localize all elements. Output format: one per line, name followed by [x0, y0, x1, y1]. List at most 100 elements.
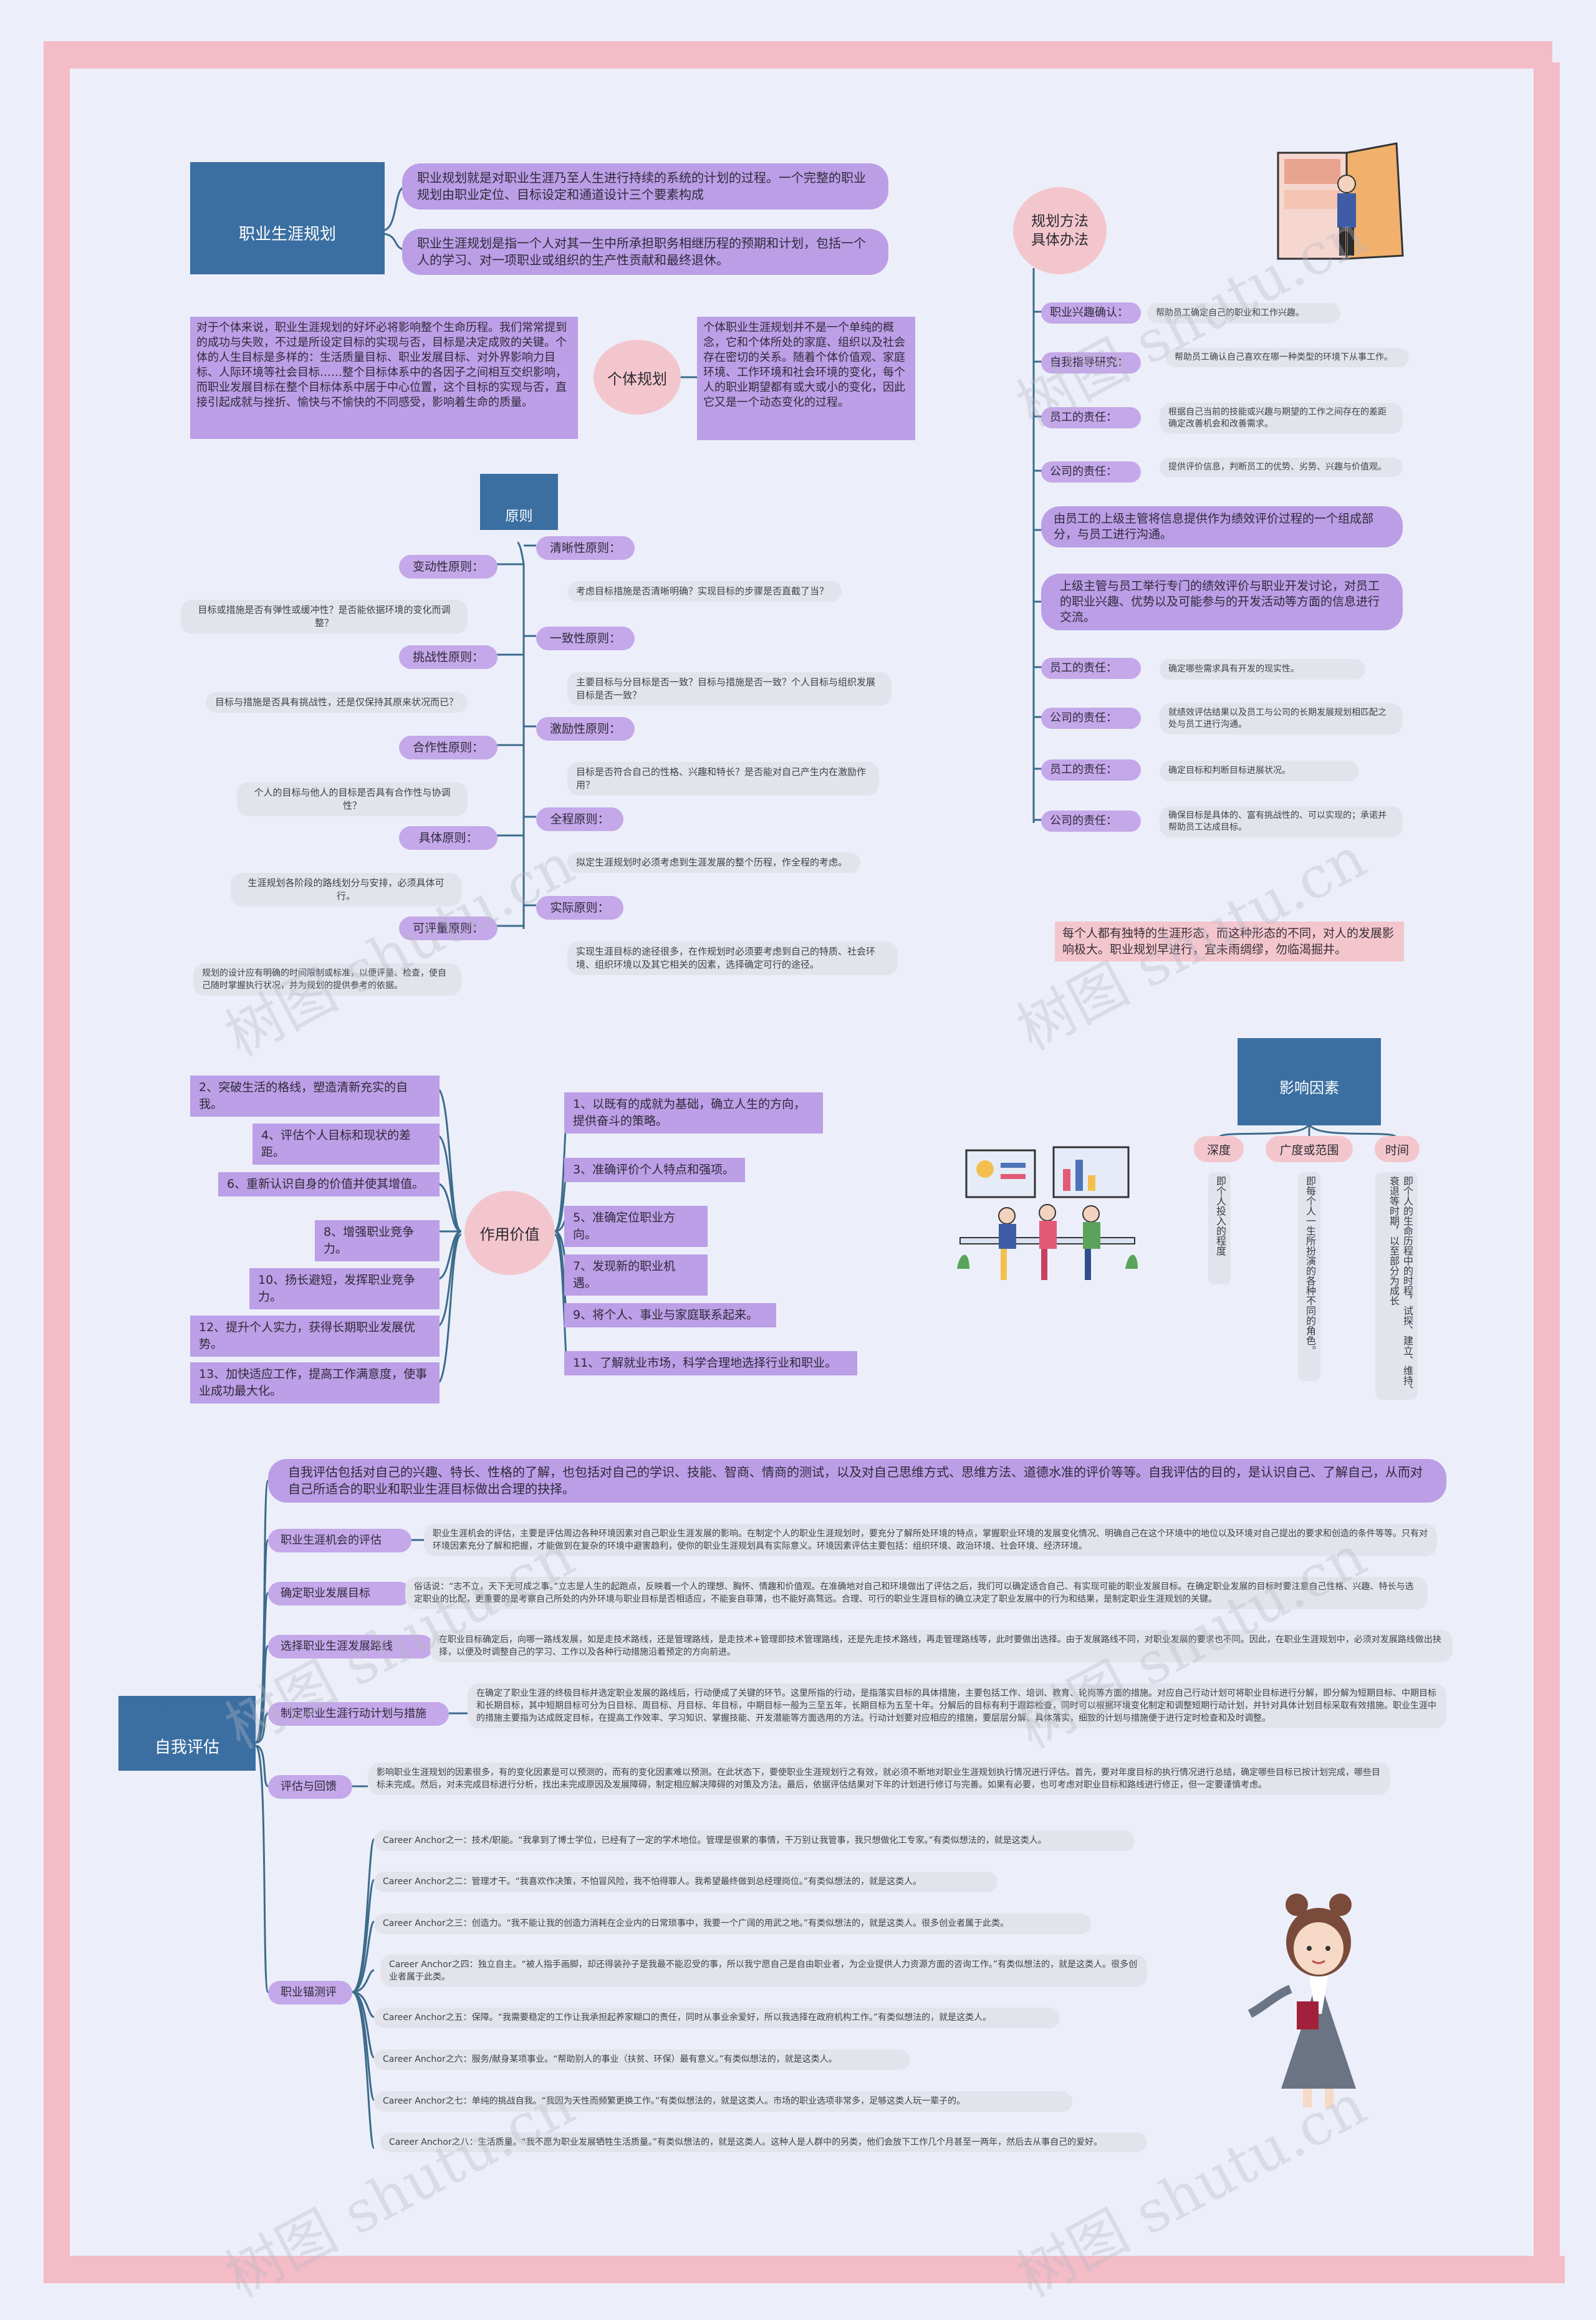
method-item-note: 确保目标是具体的、富有挑战性的、可以实现的；承诺并帮助员工达成目标。 — [1160, 806, 1403, 837]
career-planning-node: 职业生涯规划 — [190, 162, 385, 274]
self-branch-label: 制定职业生涯行动计划与措施 — [268, 1702, 449, 1726]
self-branch-label: 职业生涯机会的评估 — [268, 1529, 411, 1552]
principle-right-label: 一致性原则： — [536, 627, 635, 650]
value-left-item: 8、增强职业竞争力。 — [315, 1220, 440, 1261]
value-left-item: 6、重新认识自身的价值并使其增值。 — [218, 1172, 440, 1196]
method-item-label: 自我指导研究： — [1041, 352, 1141, 373]
method-item-label: 员工的责任： — [1041, 658, 1141, 679]
self-branch-note: 职业生涯机会的评估，主要是评估周边各种环境因素对自己职业生涯发展的影响。在制定个… — [424, 1524, 1437, 1556]
principle-left-note: 目标与措施是否具有挑战性，还是仅保持其原来状况而已？ — [206, 692, 468, 713]
value-right-item: 5、准确定位职业方向。 — [564, 1206, 708, 1247]
value-right-item: 9、将个人、事业与家庭联系起来。 — [564, 1303, 776, 1327]
career-desc-1: 职业规划就是对职业生涯乃至人生进行持续的系统的计划的过程。一个完整的职业规划由职… — [402, 163, 888, 209]
principle-left-note: 生涯规划各阶段的路线划分与安排，必须具体可行。 — [231, 873, 461, 907]
factors-title: 影响因素 — [1279, 1079, 1339, 1097]
frame-bottom — [69, 2256, 1565, 2283]
principle-right-label: 激励性原则： — [536, 717, 635, 741]
personal-left-desc: 对于个体来说，职业生涯规划的好坏必将影响整个生命历程。我们常常提到的成功与失败，… — [190, 317, 578, 439]
method-item-note: 根据自己当前的技能或兴趣与期望的工作之间存在的差距确定改善机会和改善需求。 — [1160, 403, 1403, 434]
principle-left-note: 目标或措施是否有弹性或缓冲性？是否能依据环境的变化而调整？ — [181, 600, 468, 633]
method-item-note: 就绩效评估结果以及员工与公司的长期发展规划相匹配之处与员工进行沟通。 — [1160, 703, 1403, 734]
self-branch-note: 俗话说：“志不立，天下无可成之事。”立志是人生的起跑点，反映着一个人的理想、胸怀… — [405, 1577, 1428, 1609]
self-branch-note: 影响职业生涯规划的因素很多，有的变化因素是可以预测的，而有的变化因素难以预测。在… — [368, 1763, 1390, 1795]
factor-note: 即个人投入的程度 — [1208, 1172, 1231, 1284]
career-anchor-item: Career Anchor之六：服务/献身某项事业。“帮助别人的事业（扶贫、环保… — [374, 2049, 910, 2070]
cloud-shape-icon — [1238, 1040, 1381, 1125]
value-node: 作用价值 — [464, 1191, 555, 1275]
self-branch-note: 在确定了职业生涯的终极目标并选定职业发展的路线后，行动便成了关键的环节。这里所指… — [468, 1683, 1446, 1728]
factor-label: 深度 — [1194, 1136, 1244, 1162]
principle-right-label: 实际原则： — [536, 896, 623, 920]
personal-planning-title: 个体规划 — [607, 370, 667, 388]
principle-left-label: 具体原则： — [399, 826, 498, 850]
value-right-item: 11、了解就业市场，科学合理地选择行业和职业。 — [564, 1351, 857, 1375]
self-eval-node: 自我评估 — [118, 1696, 256, 1771]
principle-left-label: 合作性原则： — [399, 736, 498, 759]
method-item-long: 上级主管与员工举行专门的绩效评价与职业开发讨论，对员工的职业兴趣、优势以及可能参… — [1041, 574, 1403, 630]
method-item-note: 确定哪些需求具有开发的现实性。 — [1160, 659, 1365, 680]
value-right-item: 3、准确评价个人特点和强项。 — [564, 1158, 745, 1182]
factor-label: 广度或范围 — [1266, 1136, 1353, 1162]
self-eval-intro: 自我评估包括对自己的兴趣、特长、性格的了解，也包括对自己的学识、技能、智商、情商… — [268, 1459, 1446, 1503]
principle-right-label: 全程原则： — [536, 807, 623, 831]
method-item-label: 公司的责任： — [1041, 708, 1141, 729]
methods-title: 规划方法具体办法 — [1031, 213, 1089, 248]
principle-left-label: 可评量原则： — [399, 917, 498, 940]
self-branch-label: 评估与回馈 — [268, 1775, 352, 1799]
career-desc-2: 职业生涯规划是指一个人对其一生中所承担职务相继历程的预期和计划，包括一个人的学习… — [402, 229, 888, 275]
frame-top — [44, 41, 1552, 69]
career-anchor-item: Career Anchor之五：保障。“我需要稳定的工作让我承担起养家糊口的责任… — [374, 2008, 1060, 2028]
career-planning-title: 职业生涯规划 — [238, 225, 336, 244]
personal-right-desc: 个体职业生涯规划并不是一个单纯的概念，它和个体所处的家庭、组织以及社会存在密切的… — [697, 317, 915, 440]
principle-left-label: 挑战性原则： — [399, 645, 498, 669]
cloud-shape-icon — [190, 163, 385, 274]
self-test-label: 职业锚测评 — [268, 1981, 352, 2005]
principle-right-note: 目标是否符合自己的性格、兴趣和特长？是否能对自己产生内在激励作用？ — [567, 762, 879, 796]
principle-right-note: 实现生涯目标的途径很多，在作规划时必须要考虑到自己的特质、社会环境、组织环境以及… — [567, 941, 898, 975]
personal-planning-node: 个体规划 — [594, 340, 681, 415]
illustration-team-meeting — [948, 1144, 1147, 1288]
methods-node: 规划方法具体办法 — [1013, 187, 1107, 274]
value-title: 作用价值 — [479, 1226, 540, 1243]
principles-node: 原则 — [480, 474, 558, 530]
principle-right-note: 拟定生涯规划时必须考虑到生涯发展的整个历程，作全程的考虑。 — [567, 852, 860, 873]
illustration-book-person — [1272, 140, 1409, 265]
method-item-note: 提供评价信息，判断员工的优势、劣势、兴趣与价值观。 — [1160, 458, 1403, 477]
frame-right — [1534, 62, 1560, 2283]
method-item-note: 帮助员工确认自己喜欢在哪一种类型的环境下从事工作。 — [1166, 348, 1409, 367]
principles-title: 原则 — [505, 509, 533, 524]
method-item-label: 公司的责任： — [1041, 461, 1141, 483]
method-item-label: 员工的责任： — [1041, 407, 1141, 428]
self-branch-label: 选择职业生涯发展路线 — [268, 1635, 433, 1658]
career-anchor-item: Career Anchor之一：技术/职能。“我拿到了博士学位，已经有了一定的学… — [374, 1831, 1135, 1851]
principle-right-label: 清晰性原则： — [536, 536, 635, 560]
self-eval-title: 自我评估 — [154, 1738, 219, 1757]
methods-footer-note: 每个人都有独特的生涯形态，而这种形态的不同，对人的发展影响极大。职业规划早进行，… — [1055, 922, 1404, 961]
principle-left-label: 变动性原则： — [399, 555, 498, 579]
illustration-girl — [1238, 1889, 1400, 2114]
frame-left — [44, 41, 70, 2283]
career-anchor-item: Career Anchor之四：独立自主。“被人指手画脚，却还得装孙子是我最不能… — [380, 1955, 1147, 1987]
career-anchor-item: Career Anchor之二：管理才干。“我喜欢作决策，不怕冒风险，我不怕得罪… — [374, 1872, 998, 1892]
value-left-item: 13、加快适应工作，提高工作满意度，使事业成功最大化。 — [190, 1362, 440, 1403]
factor-note: 即个人的生命历程中的时程，试探、建立、维持、衰退等时期，以至部分为成长 — [1375, 1172, 1418, 1400]
method-item-label: 员工的责任： — [1041, 759, 1141, 781]
principle-right-note: 考虑目标措施是否清晰明确？实现目标的步骤是否直截了当？ — [567, 581, 842, 602]
self-branch-label: 确定职业发展目标 — [268, 1582, 411, 1605]
factors-node: 影响因素 — [1238, 1038, 1381, 1125]
principle-left-note: 个人的目标与他人的目标是否具有合作性与协调性？ — [237, 782, 468, 816]
value-left-item: 2、突破生活的格线，塑造清新充实的自我。 — [190, 1076, 440, 1117]
method-item-long: 由员工的上级主管将信息提供作为绩效评价过程的一个组成部分，与员工进行沟通。 — [1041, 506, 1403, 547]
value-right-item: 1、以既有的成就为基础，确立人生的方向，提供奋斗的策略。 — [564, 1092, 823, 1134]
method-item-label: 职业兴趣确认： — [1041, 302, 1141, 324]
factor-note: 即每个人一生所扮演的各种不同的角色。 — [1298, 1172, 1320, 1381]
factor-label: 时间 — [1375, 1136, 1420, 1162]
career-anchor-item: Career Anchor之八：生活质量。“我不愿为职业发展牺牲生活质量。”有类… — [380, 2132, 1147, 2152]
value-left-item: 4、评估个人目标和现状的差距。 — [252, 1124, 440, 1165]
cloud-shape-icon — [118, 1698, 256, 1771]
method-item-label: 公司的责任： — [1041, 811, 1141, 832]
value-left-item: 10、扬长避短，发挥职业竞争力。 — [249, 1268, 440, 1309]
career-anchor-item: Career Anchor之三：创造力。“我不能让我的创造力消耗在企业内的日常琐… — [374, 1913, 1091, 1934]
cloud-shape-icon — [480, 478, 558, 530]
method-item-note: 确定目标和判断目标进展状况。 — [1160, 761, 1359, 781]
